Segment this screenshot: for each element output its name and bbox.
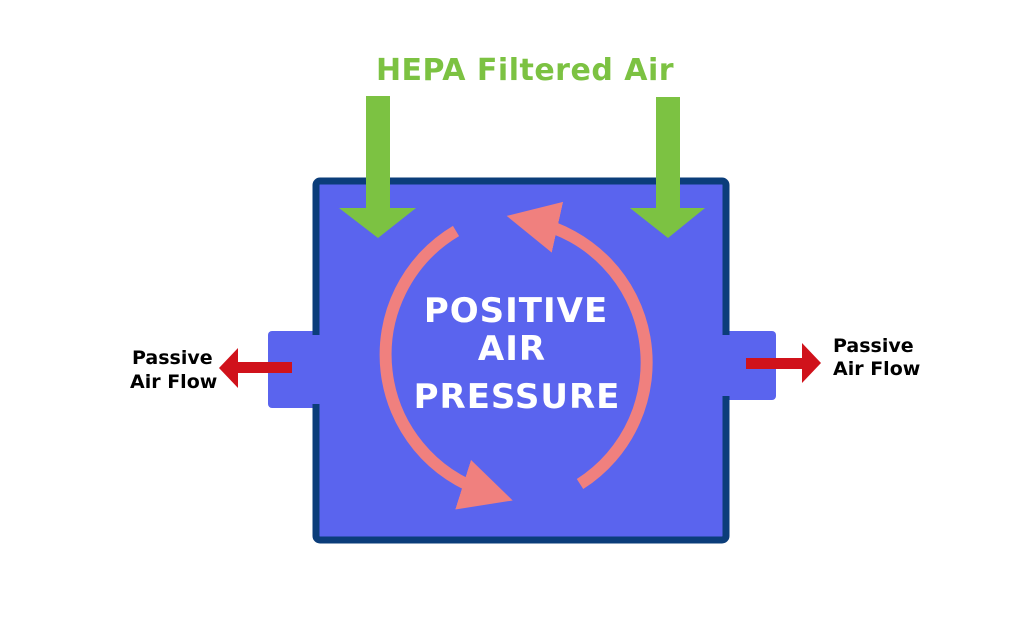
arrow-down-icon	[339, 96, 416, 238]
center-label-line-1: POSITIVE	[424, 291, 608, 331]
circular-arrows-icon	[379, 201, 653, 510]
right-label-line-1: Passive	[833, 335, 914, 357]
inflow-arrow-right	[630, 97, 705, 238]
circulation-arrow-upper	[506, 201, 653, 490]
arrow-right-icon	[746, 343, 821, 383]
arrow-down-icon	[630, 97, 705, 238]
inflow-arrow-left	[339, 96, 416, 238]
outflow-arrow-right	[746, 343, 821, 383]
left-label-line-1: Passive	[132, 347, 213, 369]
arrow-left-icon	[219, 348, 292, 388]
left-label-line-2: Air Flow	[130, 371, 217, 393]
outflow-arrow-left	[219, 348, 292, 388]
left-passive-air-flow-label: Passive Air Flow	[130, 347, 217, 393]
positive-air-pressure-label: POSITIVE AIR PRESSURE	[414, 291, 621, 417]
hepa-filtered-air-label: HEPA Filtered Air	[376, 53, 674, 88]
center-label-line-2: AIR	[478, 329, 546, 369]
right-label-line-2: Air Flow	[833, 358, 920, 380]
circulation-arrow-lower	[379, 225, 513, 510]
center-label-line-3: PRESSURE	[414, 377, 621, 417]
right-passive-air-flow-label: Passive Air Flow	[833, 335, 920, 380]
